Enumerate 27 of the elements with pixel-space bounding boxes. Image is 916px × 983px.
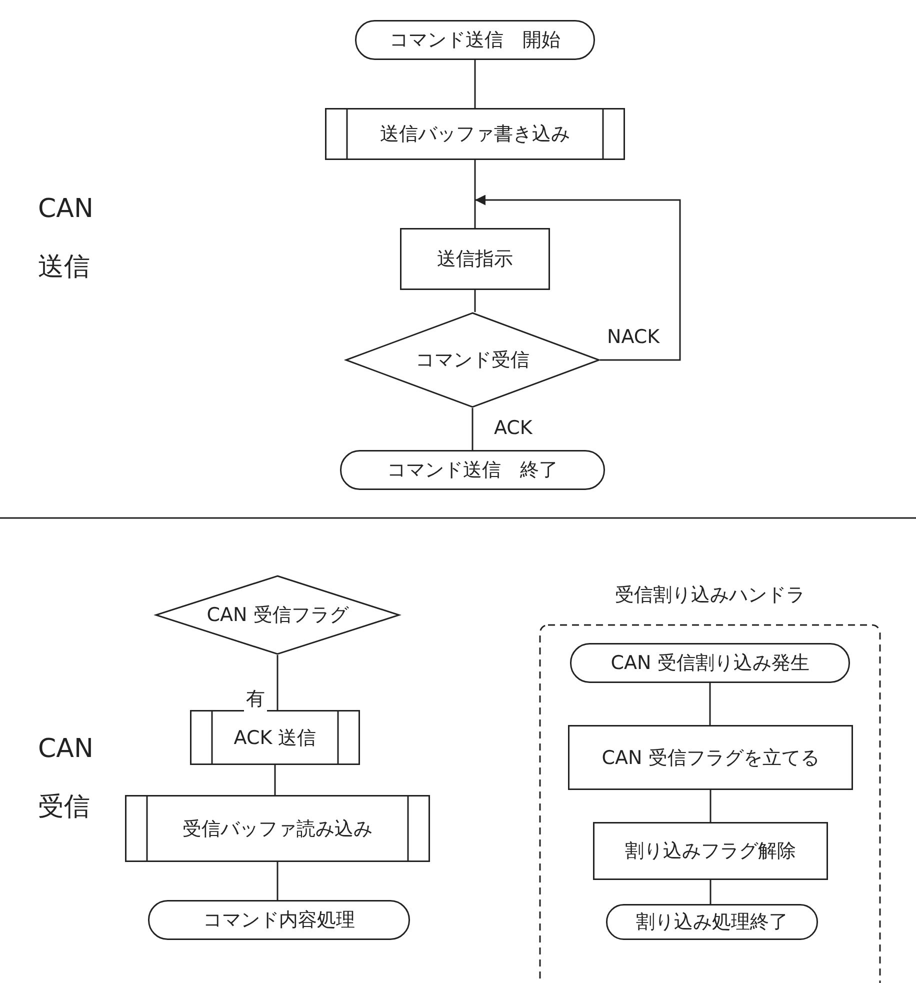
terminal-box: CAN 受信割り込み発生	[570, 643, 850, 683]
terminal-box: コマンド内容処理	[148, 900, 410, 940]
connector	[709, 683, 711, 725]
connector	[474, 60, 476, 108]
section-label: CAN受信	[38, 733, 94, 824]
process-box: CAN 受信フラグを立てる	[568, 725, 853, 790]
group-heading: 受信割り込みハンドラ	[615, 584, 805, 606]
process-box: 割り込みフラグ解除	[593, 822, 828, 880]
connector	[710, 880, 712, 904]
connector	[472, 408, 474, 450]
connector	[474, 160, 476, 228]
connector	[276, 862, 278, 900]
connector	[710, 790, 712, 822]
terminal-box: コマンド送信 終了	[340, 450, 605, 490]
subroutine-box: 受信バッファ読み込み	[125, 795, 430, 862]
subroutine-box: 送信バッファ書き込み	[325, 108, 625, 160]
connector	[276, 655, 278, 710]
terminal-box: コマンド送信 開始	[355, 20, 595, 60]
terminal-box: 割り込み処理終了	[606, 904, 818, 940]
section-label: CAN送信	[38, 193, 94, 284]
decision-diamond: コマンド受信	[345, 312, 600, 408]
process-box: 送信指示	[400, 228, 550, 290]
subroutine-box: ACK 送信	[190, 710, 360, 765]
connector	[274, 765, 276, 795]
arrow	[475, 194, 681, 361]
connector	[474, 290, 476, 312]
decision-diamond: CAN 受信フラグ	[155, 575, 400, 655]
